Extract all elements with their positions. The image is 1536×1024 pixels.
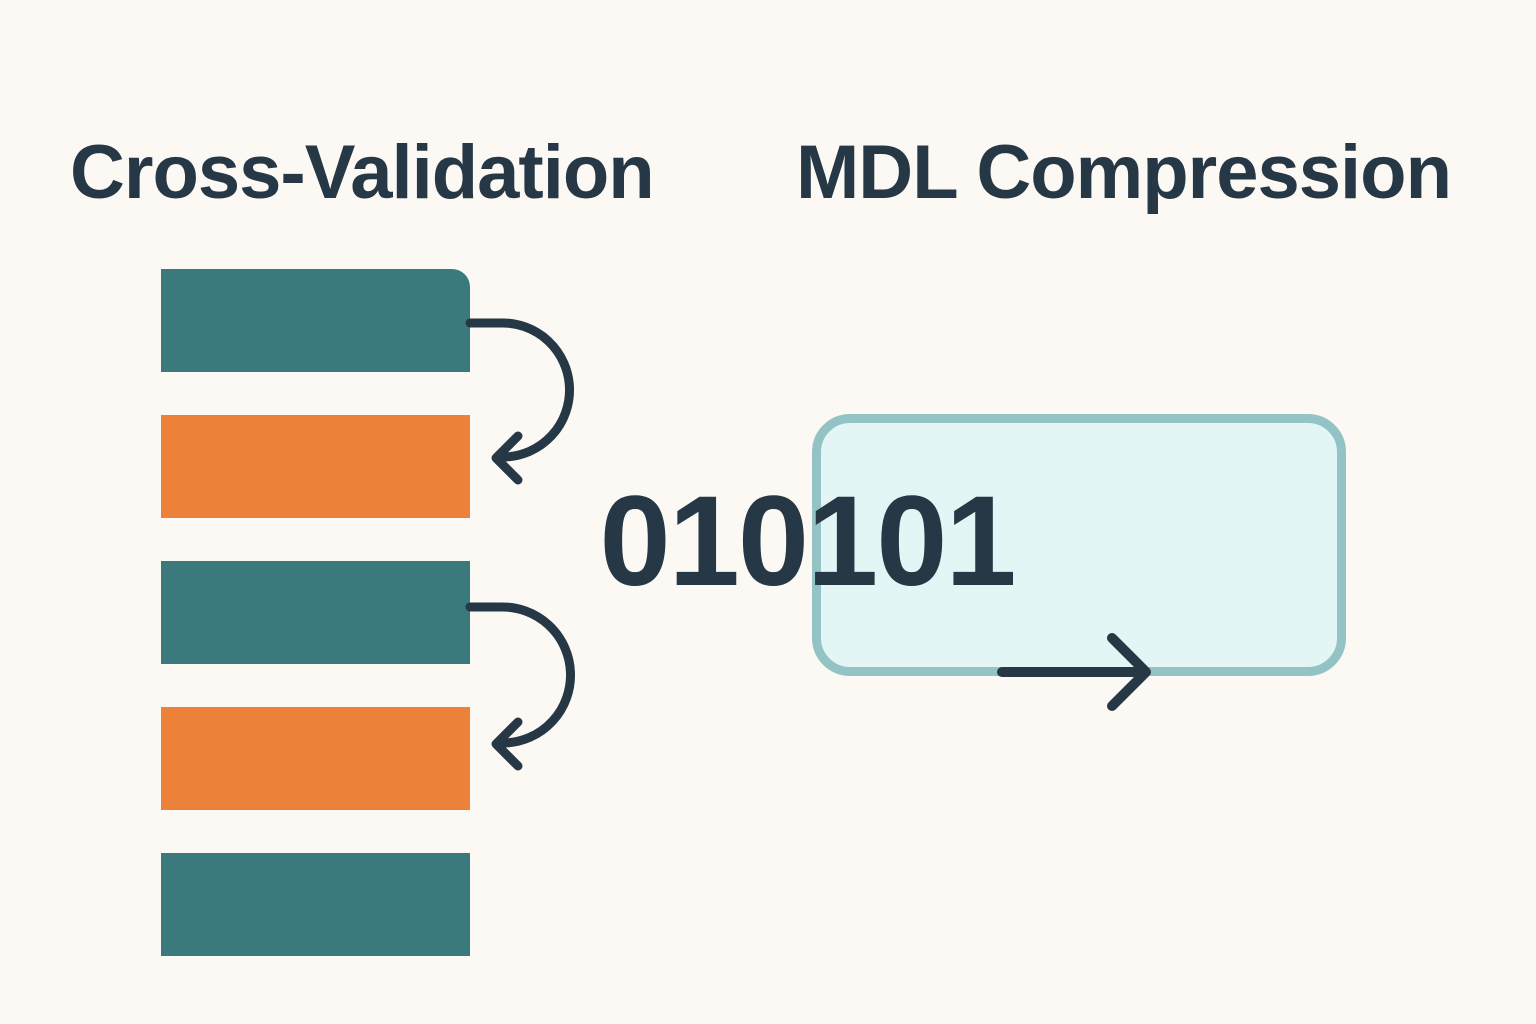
binary-code: 010101	[599, 470, 1016, 613]
fold-test-2	[161, 707, 470, 810]
curved-arrow-icon	[465, 318, 575, 485]
fold-train-3	[161, 853, 470, 956]
mdl-compression-title: MDL Compression	[796, 130, 1452, 215]
curved-arrow-icon	[465, 602, 575, 771]
cross-validation-title: Cross-Validation	[70, 130, 655, 215]
fold-train-2	[161, 561, 470, 664]
fold-test-1	[161, 415, 470, 518]
fold-train-1	[161, 269, 470, 372]
